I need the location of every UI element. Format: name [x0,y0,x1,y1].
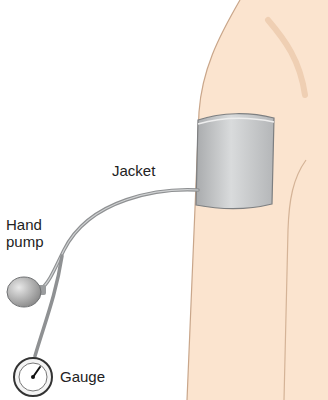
part-label: Hand pump [6,216,50,250]
air-tube [40,190,198,290]
gauge-body [14,358,52,396]
gauge-tube [35,256,62,356]
shoulder-shade [268,20,305,95]
part-label: Gauge [60,368,105,385]
air-tube [40,190,198,290]
armpit-line [284,160,306,400]
jacket-cuff [196,114,274,209]
arm-skin [187,0,328,400]
part-label: Jacket [112,162,155,179]
gauge-face [19,363,47,391]
jacket-edge [198,118,274,124]
hand-pump-bulb [7,277,41,307]
gauge-pivot [31,375,35,379]
